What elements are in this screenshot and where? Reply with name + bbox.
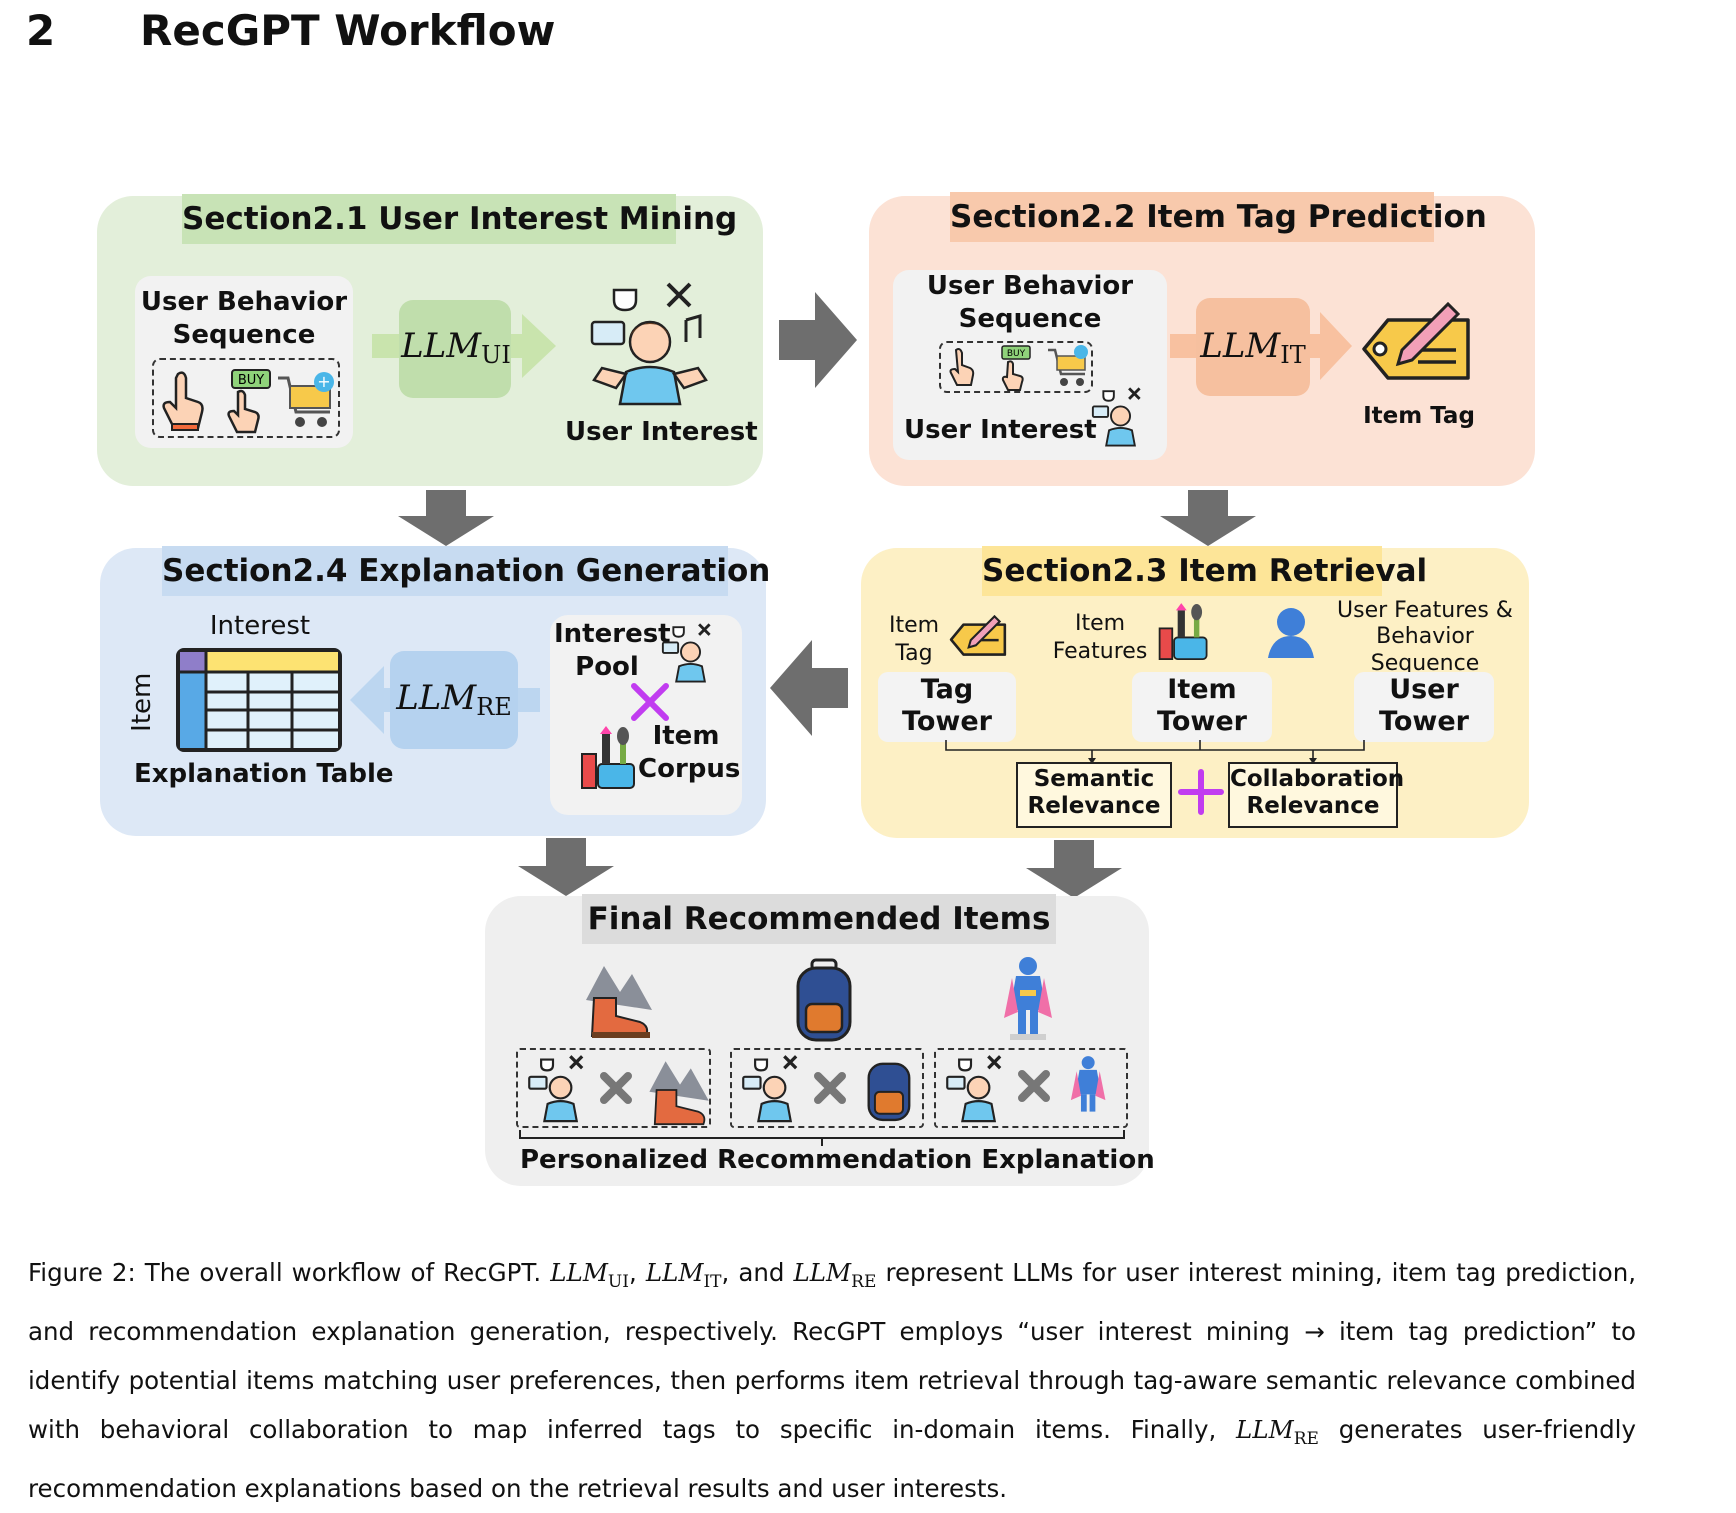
eg-corpus-label: Item Corpus	[638, 721, 741, 784]
item-tag-icon	[1362, 301, 1470, 380]
collaboration-relevance-box: Collaboration Relevance	[1228, 762, 1404, 828]
ir-item-tag-label: Item Tag	[888, 613, 940, 666]
user-tower: User Tower	[1354, 672, 1494, 742]
user-interest-icon	[590, 282, 708, 406]
ir-item-features-label: Item Features	[1052, 611, 1148, 664]
explanation-card-figure	[934, 1048, 1128, 1128]
caption-llm-re: LLMRE	[793, 1258, 877, 1292]
svg-text:BUY: BUY	[1007, 349, 1026, 359]
uim-llm-label: LLMUI	[401, 326, 511, 369]
section-number: 2	[26, 6, 56, 55]
itp-llm-label: LLMIT	[1200, 326, 1306, 369]
eg-llm-label: LLMRE	[396, 678, 512, 721]
backpack-icon	[796, 958, 852, 1042]
itp-llm-box	[1196, 298, 1310, 396]
caption-llm-it: LLMIT	[645, 1258, 722, 1292]
explanation-card-backpack	[730, 1048, 924, 1128]
explanation-card-icons	[528, 1055, 1106, 1126]
itp-behavior-icons: BUY	[949, 345, 1088, 391]
eg-item-axis: Item	[126, 672, 157, 732]
explanation-table-icon	[176, 648, 342, 752]
ir-user-features-label: User Features & Behavior Sequence	[1337, 598, 1513, 676]
flow-arrow-down-final-left	[518, 838, 614, 896]
hiking-boots-icon	[586, 966, 652, 1038]
shopping-cart-icon: +	[278, 372, 334, 427]
uim-behavior-dashed	[152, 358, 340, 438]
itp-output-label: Item Tag	[1363, 403, 1475, 429]
flow-arrow-down-left	[398, 490, 494, 546]
panel-title-uim: Section2.1 User Interest Mining	[182, 194, 737, 244]
panel-title-eg: Section2.4 Explanation Generation	[162, 546, 770, 596]
section-heading: 2 RecGPT Workflow	[26, 6, 555, 55]
item-tower: Item Tower	[1132, 672, 1272, 742]
panel-title-final: Final Recommended Items	[582, 894, 1056, 944]
flow-arrow-left	[770, 640, 848, 736]
semantic-relevance-box: Semantic Relevance	[1016, 762, 1172, 828]
itp-behavior-dashed	[939, 341, 1093, 393]
flow-arrow-down-final-right	[1026, 840, 1122, 898]
superhero-figure-icon	[1004, 957, 1052, 1040]
ir-tower-connectors	[945, 740, 1365, 764]
eg-cosmetics-icon	[581, 726, 635, 789]
eg-interest-axis: Interest	[209, 611, 311, 641]
flow-arrow-down-right	[1160, 490, 1256, 546]
eg-user-interest-icon	[661, 623, 711, 683]
caption-text-2: generates user-friendly recommendation e…	[28, 1414, 1636, 1503]
panel-title-itp: Section2.2 Item Tag Prediction	[950, 192, 1487, 242]
uim-output-label: User Interest	[565, 417, 758, 447]
uim-behavior-label: User Behavior Sequence	[140, 287, 348, 350]
caption-llm-re-2: LLMRE	[1236, 1414, 1319, 1449]
ir-cosmetics-icon	[1158, 603, 1208, 660]
eg-pool-label: Interest Pool	[554, 619, 671, 682]
svg-text:+: +	[317, 372, 330, 391]
caption-llm-ui: LLMUI	[550, 1258, 629, 1292]
itp-interest-label: User Interest	[904, 415, 1097, 445]
flow-arrow-right	[779, 292, 857, 388]
panel-title-ir: Section2.3 Item Retrieval	[982, 546, 1427, 596]
caption-lead: Figure 2: The overall workflow of RecGPT…	[28, 1258, 542, 1287]
pointing-hand-icon	[162, 371, 204, 431]
final-explanation-label: Personalized Recommendation Explanation	[520, 1145, 1155, 1175]
explanation-card-boots	[516, 1048, 711, 1128]
figure-caption: Figure 2: The overall workflow of RecGPT…	[28, 1258, 1637, 1503]
tag-tower: Tag Tower	[878, 672, 1016, 742]
plus-icon	[1178, 769, 1224, 815]
ir-item-tag-icon	[949, 614, 1007, 656]
eg-table-label: Explanation Table	[134, 759, 394, 789]
itp-behavior-label: User Behavior Sequence	[926, 271, 1134, 334]
itp-user-interest-icon	[1091, 387, 1141, 447]
eg-llm-box	[390, 651, 518, 749]
ir-user-icon	[1268, 608, 1314, 658]
section-title: RecGPT Workflow	[140, 6, 556, 55]
explanation-brace	[519, 1130, 1125, 1146]
uim-llm-box	[399, 300, 511, 398]
buy-text: BUY	[238, 373, 264, 388]
eg-cross-icon	[631, 683, 669, 721]
buy-hand-icon: BUY	[227, 369, 271, 434]
caption-text-1: represent LLMs for user interest mining,…	[28, 1258, 1637, 1444]
